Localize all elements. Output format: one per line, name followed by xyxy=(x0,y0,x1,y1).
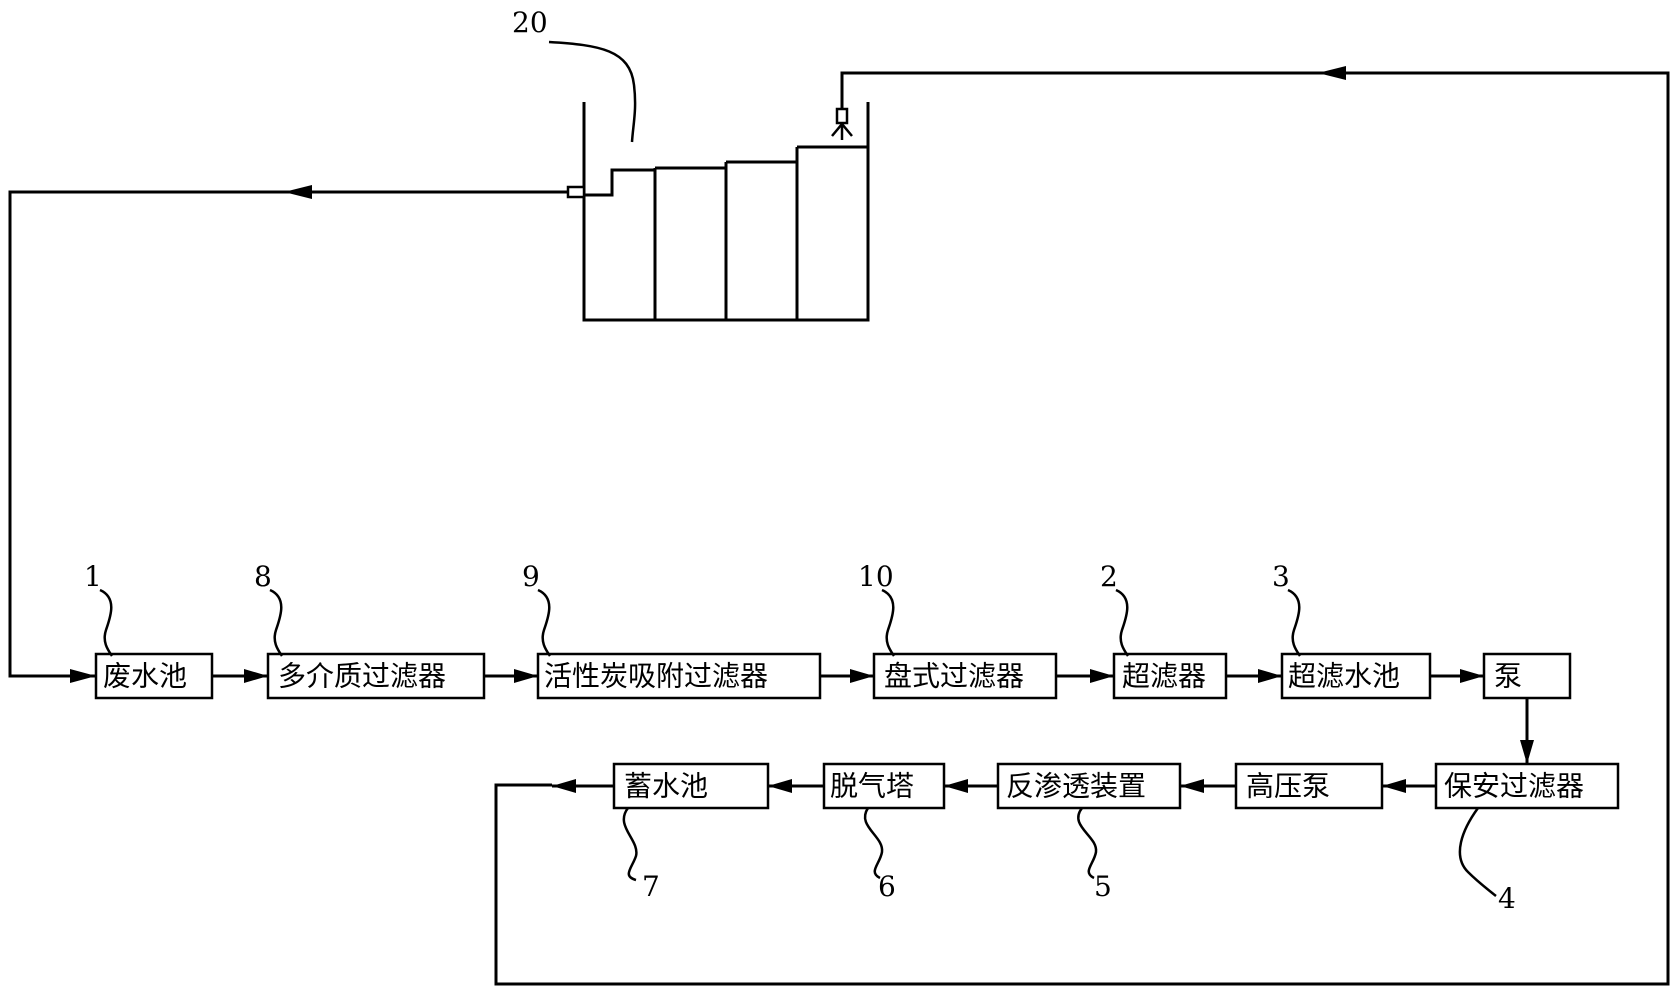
waste-pool-label: 废水池 xyxy=(103,660,187,693)
ref-4: 4 xyxy=(1498,882,1516,915)
waste-pool-node: 废水池 xyxy=(94,652,214,700)
ref-8: 8 xyxy=(254,560,272,593)
security-filter-node: 保安过滤器 xyxy=(1434,762,1620,810)
ultrafilter-node: 超滤器 xyxy=(1112,652,1228,700)
ref-10: 10 xyxy=(858,560,894,593)
hp-pump-node: 高压泵 xyxy=(1234,762,1384,810)
hp-pump-label: 高压泵 xyxy=(1246,770,1330,803)
ref-6: 6 xyxy=(878,870,896,903)
multimedia-filter-node: 多介质过滤器 xyxy=(266,652,486,700)
ref-20: 20 xyxy=(512,6,548,39)
ref-3: 3 xyxy=(1272,560,1290,593)
storage-pool-label: 蓄水池 xyxy=(624,770,708,803)
ref-2: 2 xyxy=(1100,560,1118,593)
tank-20 xyxy=(566,102,870,322)
ro-device-node: 反渗透装置 xyxy=(996,762,1182,810)
uf-pool-node: 超滤水池 xyxy=(1280,652,1432,700)
pump-label: 泵 xyxy=(1494,660,1522,693)
storage-pool-node: 蓄水池 xyxy=(612,762,770,810)
uf-pool-label: 超滤水池 xyxy=(1288,660,1400,693)
degas-tower-label: 脱气塔 xyxy=(830,770,914,803)
carbon-filter-node: 活性炭吸附过滤器 xyxy=(536,652,822,700)
ref-1: 1 xyxy=(84,560,102,593)
degas-tower-node: 脱气塔 xyxy=(822,762,946,810)
multimedia-filter-label: 多介质过滤器 xyxy=(278,660,446,693)
ref-7: 7 xyxy=(642,870,660,903)
security-filter-label: 保安过滤器 xyxy=(1444,770,1584,803)
ref-9: 9 xyxy=(522,560,540,593)
ultrafilter-label: 超滤器 xyxy=(1122,660,1206,693)
carbon-filter-label: 活性炭吸附过滤器 xyxy=(544,660,768,693)
disc-filter-node: 盘式过滤器 xyxy=(872,652,1058,700)
ref-5: 5 xyxy=(1094,870,1112,903)
disc-filter-label: 盘式过滤器 xyxy=(884,660,1024,693)
pump-node: 泵 xyxy=(1482,652,1572,700)
ro-device-label: 反渗透装置 xyxy=(1006,770,1146,803)
